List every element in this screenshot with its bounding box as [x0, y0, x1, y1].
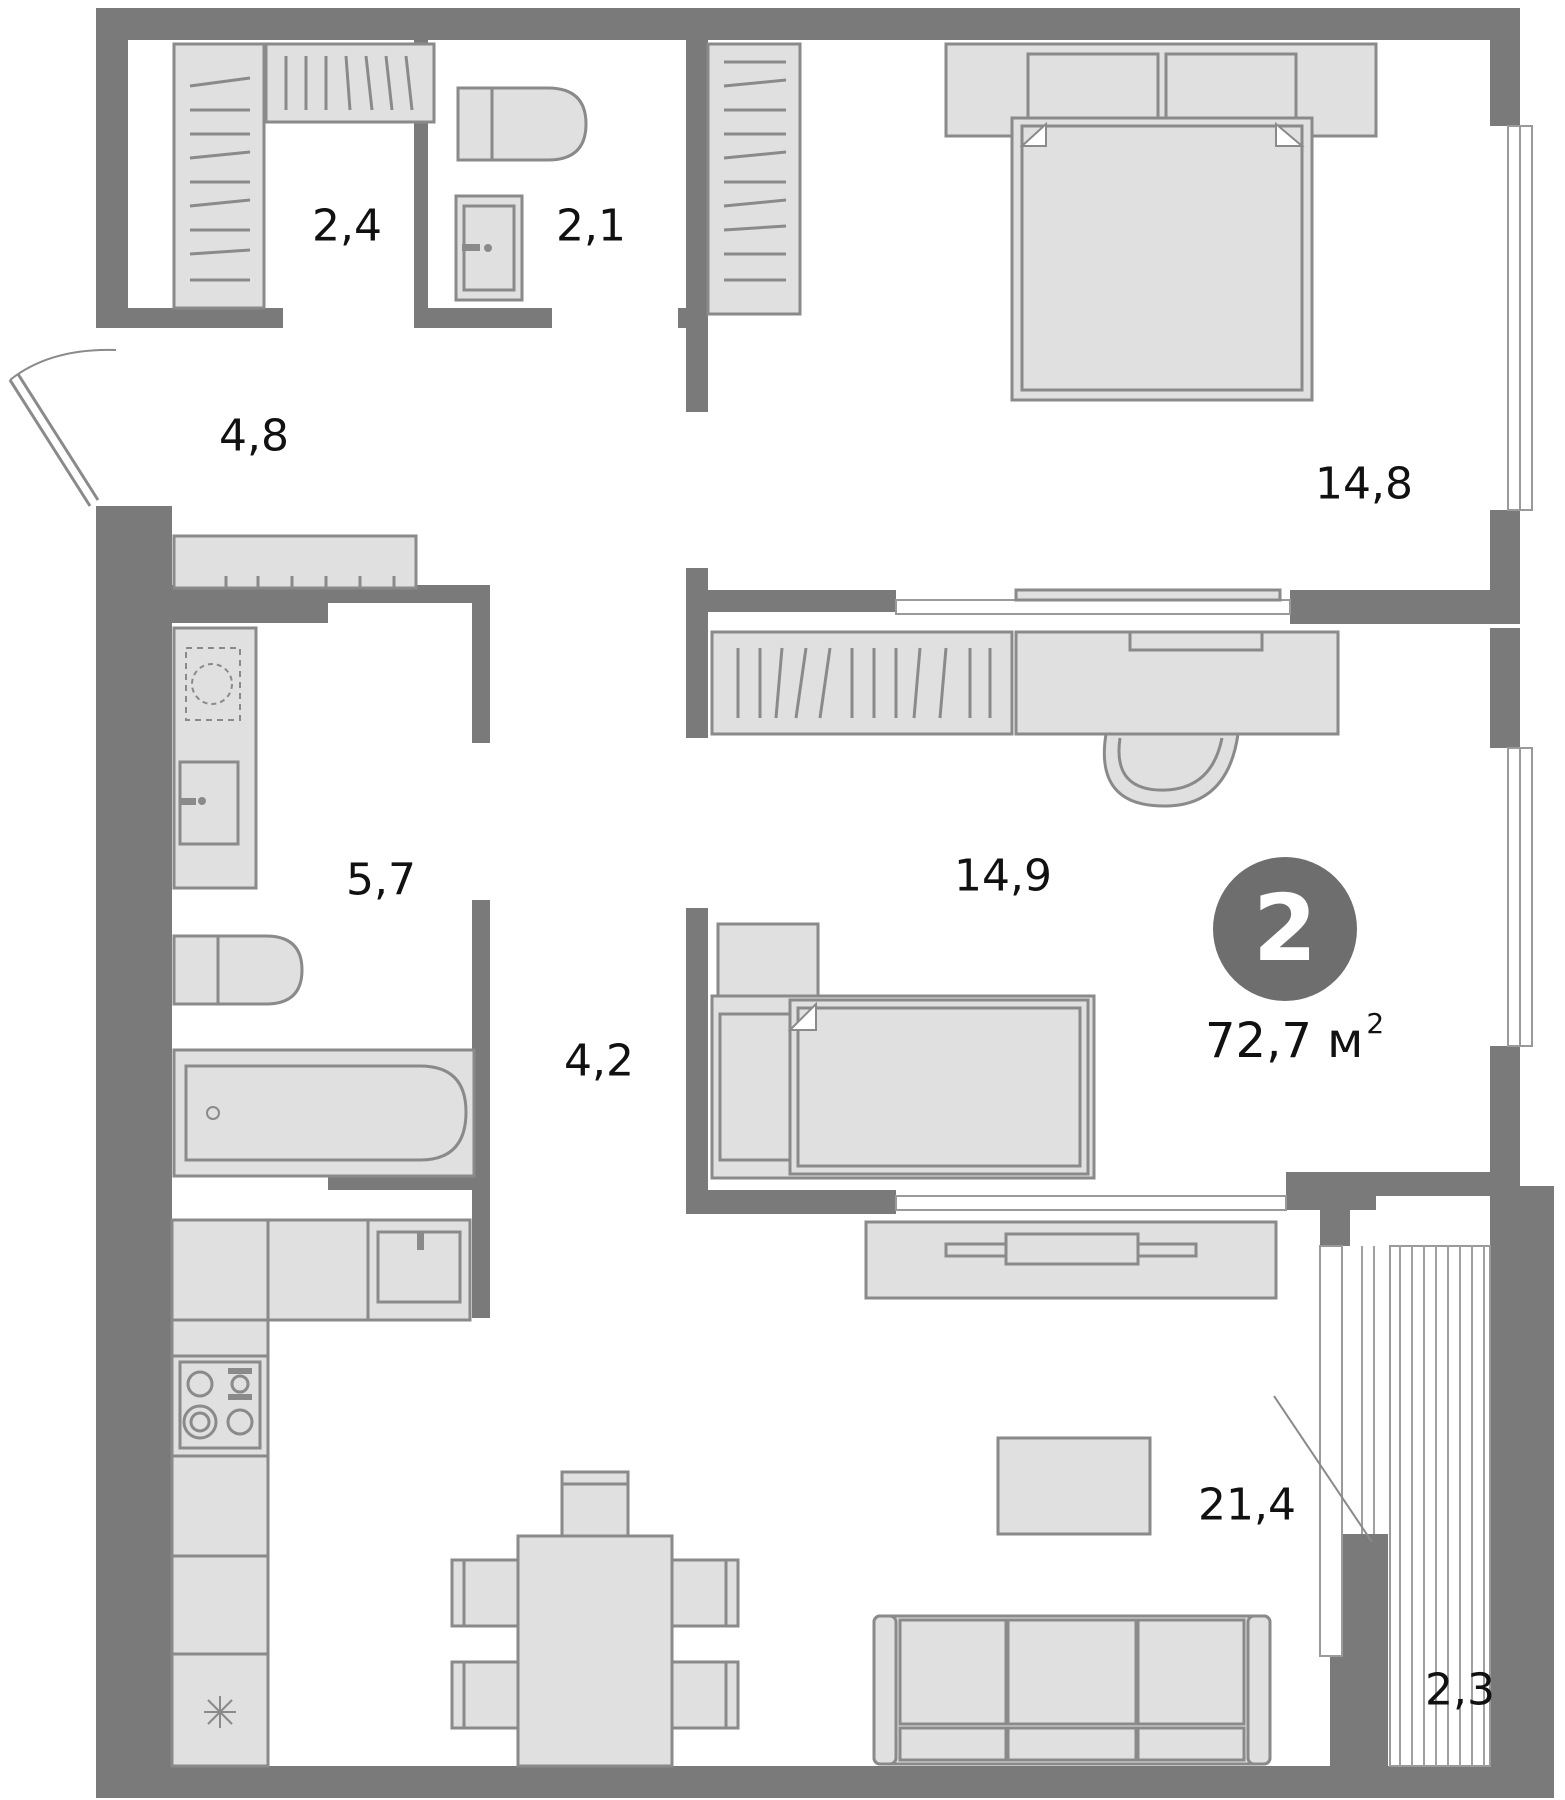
- area-label-corridor: 4,2: [564, 1035, 634, 1087]
- double-bed: [944, 42, 1378, 402]
- wc-fixtures: [454, 86, 588, 302]
- total-area-value: 72,7: [1205, 1013, 1312, 1069]
- area-label-bedroom-2: 14,9: [954, 850, 1052, 902]
- area-label-toilet: 2,1: [556, 200, 626, 252]
- dining-set: [450, 1470, 740, 1768]
- windows: [895, 125, 1533, 1657]
- rooms-count-badge: 2: [1213, 857, 1357, 1001]
- total-area-unit-exponent: 2: [1366, 1007, 1385, 1040]
- area-label-bathroom: 5,7: [346, 854, 416, 906]
- area-label-balcony: 2,3: [1425, 1664, 1495, 1716]
- walls: [96, 8, 1554, 1798]
- area-label-hall: 4,8: [219, 410, 289, 462]
- bathroom-fixtures: [172, 626, 476, 1178]
- coffee-table: [996, 1436, 1152, 1536]
- total-area-unit: м: [1327, 1013, 1364, 1069]
- tv-console: [864, 1220, 1278, 1300]
- closet-wardrobe: [172, 42, 436, 310]
- entrance-door[interactable]: [8, 348, 117, 507]
- bedroom2-furniture: [710, 588, 1340, 1180]
- hall-cabinet: [172, 534, 418, 590]
- sofa: [872, 1614, 1272, 1766]
- bedroom1-wardrobe: [706, 42, 802, 316]
- area-label-closet: 2,4: [312, 200, 382, 252]
- rooms-count: 2: [1252, 875, 1317, 982]
- area-label-living-kitchen: 21,4: [1198, 1479, 1296, 1531]
- area-label-bedroom-1: 14,8: [1315, 458, 1413, 510]
- balcony: [1273, 1245, 1491, 1767]
- kitchen-counters: [170, 1218, 472, 1768]
